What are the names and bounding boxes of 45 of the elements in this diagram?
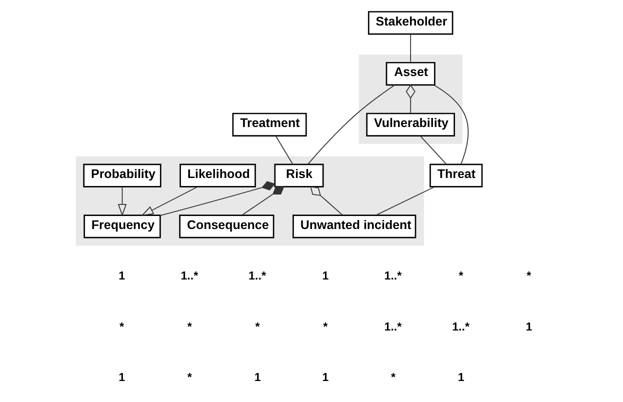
label: 1..* <box>384 269 402 282</box>
label: 1 <box>526 320 532 334</box>
label: 1 <box>118 269 126 282</box>
arrow <box>141 186 198 216</box>
node-box: Probability <box>83 164 162 188</box>
cluster <box>358 54 462 144</box>
label: 1 <box>458 371 464 384</box>
connector <box>242 186 284 216</box>
node-box: Treatment <box>232 112 307 136</box>
label: * <box>120 320 124 334</box>
connector <box>307 84 396 165</box>
cluster <box>76 156 424 246</box>
label: 1..* <box>248 269 266 282</box>
connector <box>275 136 294 165</box>
node-box: Likelihood <box>180 164 256 188</box>
node-box: Risk <box>274 164 324 188</box>
connector <box>310 186 344 216</box>
label: * <box>526 269 532 282</box>
node-box: Threat <box>430 164 483 188</box>
connector <box>433 84 469 165</box>
node-box: Vulnerability <box>366 112 455 136</box>
node-box: Asset <box>386 62 436 86</box>
label: * <box>187 320 192 334</box>
connector <box>410 34 412 63</box>
label: 1 <box>322 269 329 282</box>
arrow <box>118 186 127 216</box>
connector <box>160 181 276 216</box>
label: 1 <box>118 371 126 384</box>
label: 1..* <box>452 320 470 334</box>
node-box: Consequence <box>179 214 274 238</box>
label: 1 <box>322 371 329 384</box>
connector <box>420 136 447 165</box>
label: 1..* <box>384 320 402 334</box>
connector <box>406 84 416 114</box>
label: * <box>390 371 396 384</box>
label: 1..* <box>180 269 198 282</box>
connector <box>375 186 436 216</box>
label: * <box>458 269 464 282</box>
node-box: Frequency <box>84 214 161 238</box>
label: 1 <box>254 371 261 384</box>
node-box: Stakeholder <box>368 11 454 35</box>
node-box: Unwanted incident <box>292 214 416 238</box>
label: * <box>187 371 192 384</box>
label: * <box>323 320 328 334</box>
label: * <box>255 320 260 334</box>
